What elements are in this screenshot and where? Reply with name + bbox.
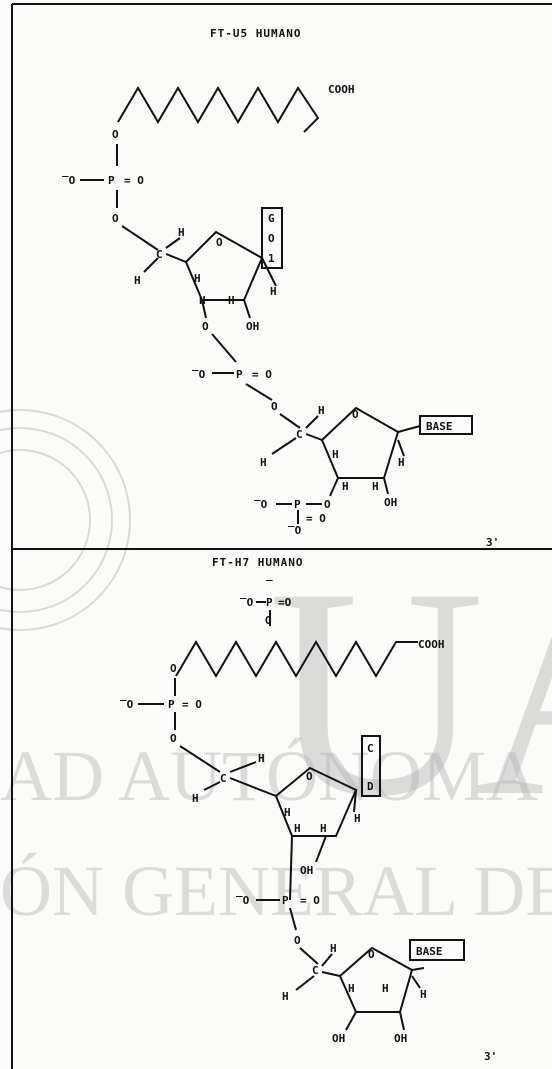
fatty-acid-chain <box>175 640 418 678</box>
base-box <box>361 735 381 797</box>
oxygen-minus-label: ‾O <box>236 894 250 907</box>
h-label: H <box>258 752 265 765</box>
double-oxygen-label: = O <box>306 512 326 525</box>
h-label: H <box>318 404 325 417</box>
base-box-char: G <box>268 212 275 225</box>
oh-label: OH <box>332 1032 345 1045</box>
h-label: H <box>228 294 235 307</box>
double-oxygen-label: =O <box>278 596 292 609</box>
h-label: H <box>260 456 267 469</box>
oxygen-label: O <box>265 614 272 627</box>
corner-label: 3' <box>486 536 499 549</box>
corner-label: 3' <box>484 1050 497 1063</box>
oxygen-label: O <box>294 934 301 947</box>
ring-oxygen-label: O <box>216 236 223 249</box>
h-label: H <box>294 822 301 835</box>
carbon-label: C <box>296 428 303 441</box>
oxygen-label: O <box>202 320 209 333</box>
deoxyribose-ring <box>274 766 358 837</box>
ring-oxygen-label: O <box>352 408 359 421</box>
oh-label: OH <box>300 864 313 877</box>
panel-top: FT-U5 HUMANO COOH O ‾O P = O O C H H O H… <box>62 27 499 549</box>
base-box-char: D <box>367 780 374 793</box>
phosphorus-label: P <box>266 596 273 609</box>
h-label: H <box>332 448 339 461</box>
h-label: H <box>398 456 405 469</box>
oxygen-minus-label: ‾O <box>120 698 134 711</box>
double-oxygen-label: = O <box>124 174 144 187</box>
h-label: H <box>354 812 361 825</box>
oxygen-minus-label: ‾O <box>62 174 76 187</box>
ring-oxygen-label: O <box>368 948 375 961</box>
ring-oxygen-label: O <box>306 770 313 783</box>
ribose-ring <box>184 230 264 301</box>
h-label: H <box>372 480 379 493</box>
phosphorus-label: P <box>282 894 289 907</box>
base-box-char: O <box>268 232 275 245</box>
watermark-letters: UAN <box>268 526 552 858</box>
double-oxygen-label: = O <box>300 894 320 907</box>
watermark-seal-icon <box>0 409 131 631</box>
oxygen-minus-label: ‾O <box>192 368 206 381</box>
panel-bottom: FT-H7 HUMANO ‾O P =O ‾ O COOH O ‾O P = O… <box>120 556 497 1063</box>
panel-title: FT-U5 HUMANO <box>210 27 301 40</box>
deoxyribose-ring <box>338 946 414 1013</box>
h-label: H <box>330 942 337 955</box>
oxygen-label: O <box>170 732 177 745</box>
h-label: H <box>382 982 389 995</box>
oxygen-label: O <box>112 212 119 225</box>
carbon-label: C <box>156 248 163 261</box>
ribose-ring <box>320 406 400 479</box>
watermark-line1: AD AUTÓNOMA DE N <box>0 736 552 816</box>
double-oxygen-label: = O <box>182 698 202 711</box>
oxygen-label: O <box>170 662 177 675</box>
h-label: H <box>348 982 355 995</box>
h-label: H <box>420 988 427 1001</box>
oxygen-label: O <box>324 498 331 511</box>
h-label: H <box>342 480 349 493</box>
h-label: H <box>320 822 327 835</box>
carbon-label: C <box>220 772 227 785</box>
h-label: H <box>192 792 199 805</box>
panel-title: FT-H7 HUMANO <box>212 556 303 569</box>
oxygen-label: ‾ <box>266 578 273 591</box>
page-border <box>11 3 552 1069</box>
base-box-char: 1 <box>268 252 275 265</box>
h-label: H <box>194 272 201 285</box>
double-oxygen-label: = O <box>252 368 272 381</box>
oh-label: OH <box>394 1032 407 1045</box>
base-label: BASE <box>426 420 453 433</box>
oxygen-label: ‾O <box>288 524 302 537</box>
carbon-label: C <box>312 964 319 977</box>
phosphorus-label: P <box>168 698 175 711</box>
watermark-line2: ÓN GENERAL DE BIBL <box>0 851 552 931</box>
phosphorus-label: P <box>294 498 301 511</box>
oxygen-minus-label: ‾O <box>240 596 254 609</box>
phosphorus-label: P <box>108 174 115 187</box>
oxygen-label: O <box>271 400 278 413</box>
fatty-acid-chain <box>117 86 320 133</box>
h-label: H <box>134 274 141 287</box>
cooh-label: COOH <box>328 83 355 96</box>
base-label-box <box>419 415 473 435</box>
base-box-char: C <box>367 742 374 755</box>
oh-label: OH <box>384 496 397 509</box>
phosphorus-label: P <box>236 368 243 381</box>
base-label: BASE <box>416 945 443 958</box>
base-box <box>261 207 283 269</box>
oh-label: OH <box>246 320 259 333</box>
base-label-box <box>409 939 465 961</box>
h-label: H <box>270 285 277 298</box>
cooh-label: COOH <box>418 638 445 651</box>
h-label: H <box>282 990 289 1003</box>
oxygen-label: O <box>112 128 119 141</box>
oxygen-minus-label: ‾O <box>254 498 268 511</box>
h-label: H <box>284 806 291 819</box>
h-label: H <box>178 226 185 239</box>
